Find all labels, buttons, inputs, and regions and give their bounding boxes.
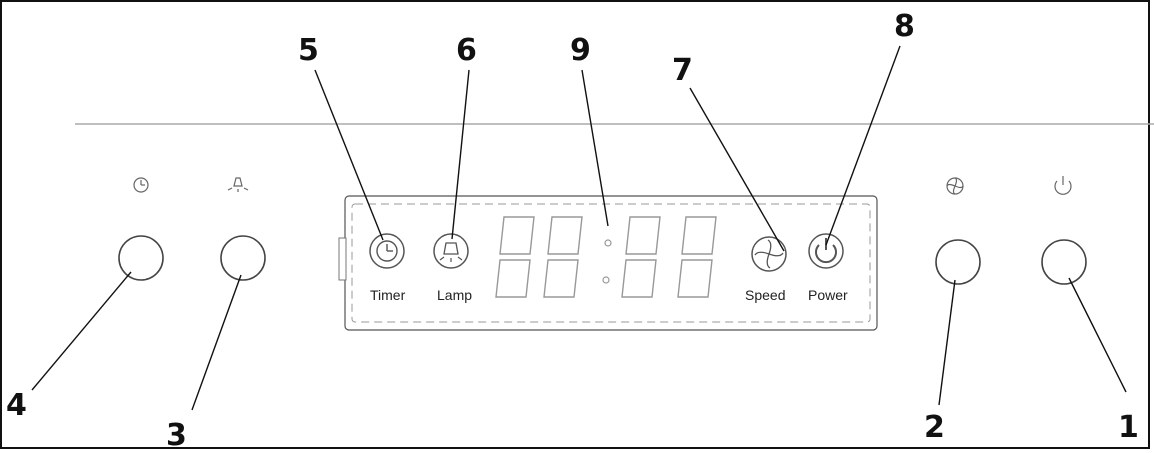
leader-line-8 [825,45,901,246]
leader-line-4 [31,271,132,391]
display-speed-label: Speed [745,287,785,303]
seven-segment-display [495,216,717,298]
fan-icon [946,177,964,195]
callout-1: 1 [1118,410,1139,445]
display-timer-icon [369,233,405,269]
leader-line-6 [451,69,470,240]
display-power-label: Power [808,287,848,303]
power-button[interactable] [1041,239,1087,285]
display-lamp-icon [433,233,469,269]
callout-7: 7 [672,53,693,88]
display-timer-label: Timer [370,287,406,303]
callout-2: 2 [924,410,945,445]
lamp-button[interactable] [220,235,266,281]
leader-line-2 [938,279,956,406]
display-panel [338,195,878,331]
power-icon [1054,176,1072,195]
timer-icon [133,177,149,193]
callout-8: 8 [894,9,915,44]
speed-button[interactable] [935,239,981,285]
callout-6: 6 [456,33,477,68]
display-fan-icon [751,236,787,272]
callout-3: 3 [166,418,187,453]
leader-line-9 [581,69,609,227]
callout-5: 5 [298,33,319,68]
callout-9: 9 [570,33,591,68]
leader-line-3 [191,274,242,411]
timer-button[interactable] [118,235,164,281]
leader-line-5 [314,69,384,241]
display-lamp-label: Lamp [437,287,472,303]
display-power-icon [808,233,844,269]
lamp-icon [227,177,249,192]
callout-4: 4 [6,388,27,423]
leader-line-1 [1068,277,1127,393]
leader-line-7 [689,87,785,252]
